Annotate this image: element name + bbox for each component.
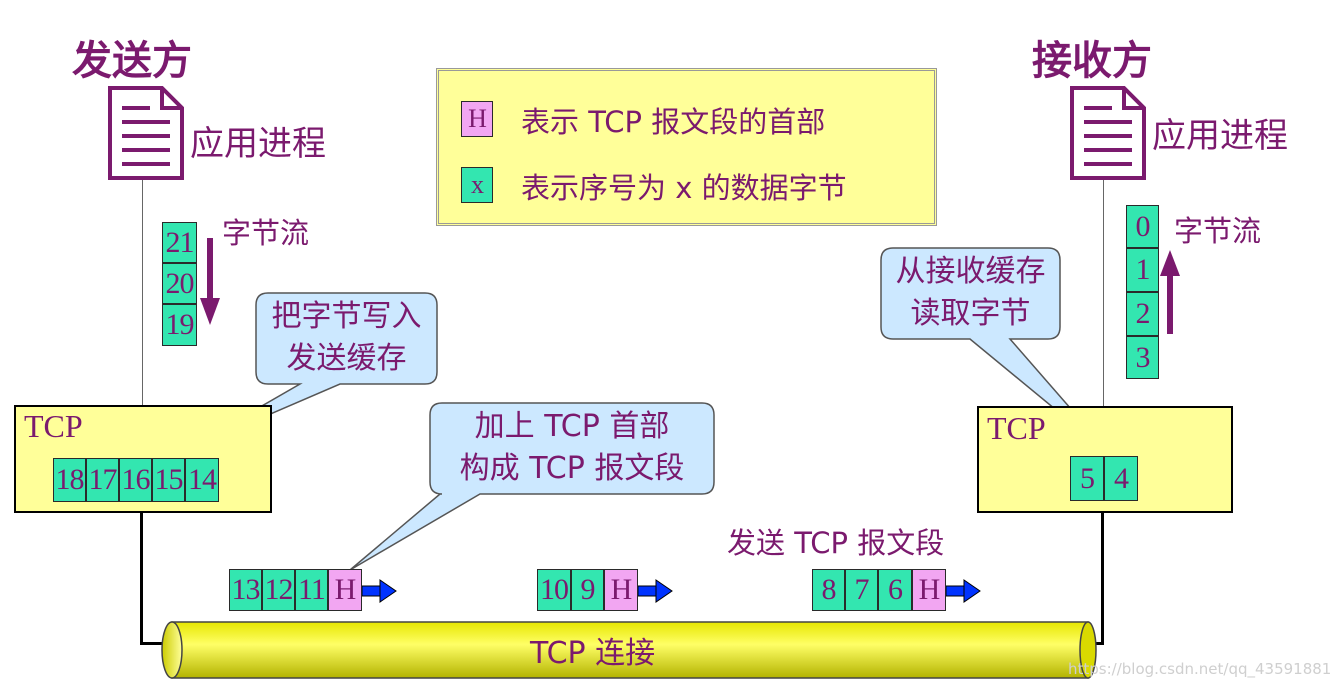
callout-read-text: 从接收缓存 读取字节 xyxy=(881,251,1060,335)
receiver-buffer-byte: 5 xyxy=(1070,456,1104,501)
segment-byte: 6 xyxy=(878,569,912,611)
down-arrow-icon xyxy=(200,238,220,325)
sender-title: 发送方 xyxy=(72,38,192,84)
callout-write-text: 把字节写入 发送缓存 xyxy=(256,296,437,380)
sender-buffer-byte: 18 xyxy=(53,458,86,502)
callout-header-bubble xyxy=(349,402,715,571)
segment-byte: 7 xyxy=(845,569,878,611)
segment-byte: 8 xyxy=(812,569,845,611)
callout-write-line2: 发送缓存 xyxy=(286,341,407,376)
legend-header-desc: 表示 TCP 报文段的首部 xyxy=(521,105,826,139)
callout-header-line1: 加上 TCP 首部 xyxy=(474,409,670,444)
segment-arrow-icon xyxy=(945,579,981,603)
document-icon xyxy=(108,86,184,180)
tcp-connection-label: TCP 连接 xyxy=(530,636,656,671)
segment-byte: 11 xyxy=(295,569,328,611)
legend-byte-desc: 表示序号为 x 的数据字节 xyxy=(521,171,847,205)
segment-header: H xyxy=(604,569,638,611)
sender-stream-label: 字节流 xyxy=(222,216,310,250)
sender-stream-byte: 19 xyxy=(162,304,197,346)
tcp-connection-pipe xyxy=(161,621,1097,679)
callout-header-line2: 构成 TCP 报文段 xyxy=(459,451,685,486)
receiver-buffer-byte: 4 xyxy=(1104,456,1138,501)
callout-write-line1: 把字节写入 xyxy=(271,299,422,334)
sender-tcp-label: TCP xyxy=(24,408,83,444)
segment-arrow-icon xyxy=(637,579,673,603)
receiver-process-line xyxy=(1103,180,1104,408)
receiver-stream-label: 字节流 xyxy=(1174,214,1262,248)
sender-connection-line-v xyxy=(140,512,143,644)
sender-stream-byte: 21 xyxy=(162,222,197,263)
sender-buffer-byte: 14 xyxy=(185,458,219,502)
sender-process-label: 应用进程 xyxy=(190,124,326,164)
legend-header-swatch: H xyxy=(461,101,493,137)
receiver-connection-line-v xyxy=(1101,512,1104,644)
callout-read-line1: 从接收缓存 xyxy=(895,254,1046,289)
send-segment-label: 发送 TCP 报文段 xyxy=(727,526,945,560)
sender-connection-line-h xyxy=(140,642,168,645)
sender-process-line xyxy=(142,180,143,408)
segment-byte: 12 xyxy=(262,569,295,611)
receiver-stream-byte: 3 xyxy=(1126,336,1159,379)
callout-header-text: 加上 TCP 首部 构成 TCP 报文段 xyxy=(430,406,714,490)
callout-read-line2: 读取字节 xyxy=(910,296,1031,331)
legend-box: H 表示 TCP 报文段的首部 x 表示序号为 x 的数据字节 xyxy=(436,68,937,226)
receiver-stream-byte: 2 xyxy=(1126,292,1159,336)
watermark: https://blog.csdn.net/qq_43591881 xyxy=(1068,660,1331,678)
receiver-stream-byte: 1 xyxy=(1126,248,1159,292)
sender-buffer-byte: 17 xyxy=(86,458,119,502)
receiver-process-label: 应用进程 xyxy=(1152,116,1288,156)
segment-byte: 13 xyxy=(229,569,262,611)
segment-byte: 10 xyxy=(537,569,571,611)
segment-header: H xyxy=(912,569,946,611)
up-arrow-icon xyxy=(1160,250,1180,334)
legend-byte-swatch: x xyxy=(461,167,493,203)
segment-arrow-icon xyxy=(361,579,397,603)
segment-header: H xyxy=(328,569,362,611)
receiver-title: 接收方 xyxy=(1032,38,1152,84)
sender-stream-byte: 20 xyxy=(162,263,197,304)
callout-read-bubble xyxy=(880,247,1113,457)
sender-buffer-byte: 15 xyxy=(152,458,185,502)
receiver-stream-byte: 0 xyxy=(1126,205,1159,248)
segment-byte: 9 xyxy=(571,569,604,611)
sender-buffer-byte: 16 xyxy=(119,458,152,502)
document-icon xyxy=(1070,86,1146,180)
receiver-tcp-label: TCP xyxy=(987,410,1046,446)
